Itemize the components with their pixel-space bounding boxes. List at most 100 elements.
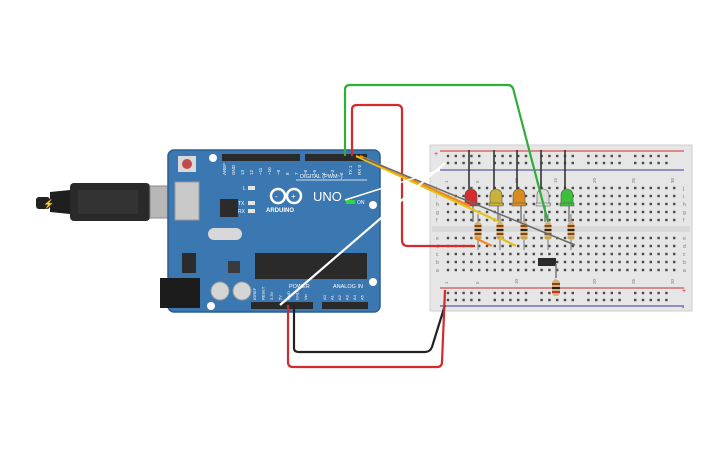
breadboard-hole[interactable]	[532, 252, 535, 256]
breadboard-hole[interactable]	[446, 268, 450, 272]
breadboard-hole[interactable]	[556, 186, 559, 190]
breadboard-hole[interactable]	[641, 186, 645, 190]
breadboard-hole[interactable]	[454, 202, 457, 206]
breadboard-hole[interactable]	[524, 260, 528, 264]
rail-hole[interactable]	[462, 154, 465, 158]
breadboard-hole[interactable]	[548, 244, 551, 248]
rail-hole[interactable]	[595, 291, 598, 295]
rail-hole[interactable]	[556, 154, 559, 158]
breadboard-hole[interactable]	[587, 194, 590, 198]
breadboard-hole[interactable]	[454, 186, 457, 190]
breadboard-hole[interactable]	[595, 252, 598, 256]
breadboard-hole[interactable]	[517, 186, 520, 190]
rail-hole[interactable]	[548, 291, 551, 295]
breadboard-hole[interactable]	[532, 260, 535, 264]
rail-hole[interactable]	[641, 154, 645, 158]
breadboard-hole[interactable]	[595, 202, 598, 206]
rail-hole[interactable]	[602, 298, 606, 302]
breadboard-hole[interactable]	[493, 236, 496, 240]
breadboard-hole[interactable]	[462, 260, 465, 264]
breadboard-hole[interactable]	[665, 260, 668, 264]
rail-hole[interactable]	[657, 161, 660, 165]
breadboard-hole[interactable]	[462, 210, 465, 214]
breadboard-hole[interactable]	[485, 236, 489, 240]
breadboard-hole[interactable]	[454, 236, 457, 240]
rail-hole[interactable]	[665, 161, 668, 165]
breadboard-hole[interactable]	[548, 210, 551, 214]
breadboard-hole[interactable]	[509, 268, 512, 272]
breadboard-hole[interactable]	[587, 244, 590, 248]
breadboard-hole[interactable]	[626, 210, 629, 214]
breadboard-hole[interactable]	[579, 210, 582, 214]
breadboard-hole[interactable]	[634, 194, 637, 198]
breadboard-hole[interactable]	[462, 186, 465, 190]
breadboard-hole[interactable]	[618, 252, 621, 256]
breadboard-hole[interactable]	[446, 252, 450, 256]
breadboard-hole[interactable]	[673, 186, 676, 190]
breadboard-hole[interactable]	[610, 252, 613, 256]
rail-hole[interactable]	[641, 291, 645, 295]
breadboard-hole[interactable]	[548, 218, 551, 222]
breadboard-hole[interactable]	[634, 244, 637, 248]
breadboard-hole[interactable]	[649, 252, 652, 256]
breadboard-hole[interactable]	[454, 210, 457, 214]
wire-white-2[interactable]	[344, 169, 441, 201]
rail-hole[interactable]	[657, 298, 660, 302]
breadboard-hole[interactable]	[462, 268, 465, 272]
breadboard-hole[interactable]	[626, 218, 629, 222]
breadboard-hole[interactable]	[579, 202, 582, 206]
breadboard-hole[interactable]	[470, 186, 473, 190]
rail-hole[interactable]	[524, 298, 528, 302]
rail-hole[interactable]	[556, 298, 559, 302]
breadboard-hole[interactable]	[649, 260, 652, 264]
breadboard-hole[interactable]	[665, 236, 668, 240]
breadboard-hole[interactable]	[673, 202, 676, 206]
breadboard-hole[interactable]	[595, 186, 598, 190]
breadboard-hole[interactable]	[634, 268, 637, 272]
breadboard-hole[interactable]	[587, 210, 590, 214]
rail-hole[interactable]	[571, 291, 574, 295]
rail-hole[interactable]	[587, 298, 590, 302]
breadboard-hole[interactable]	[524, 194, 528, 198]
breadboard-hole[interactable]	[517, 268, 520, 272]
breadboard-hole[interactable]	[517, 244, 520, 248]
breadboard-hole[interactable]	[657, 202, 660, 206]
breadboard-hole[interactable]	[485, 260, 489, 264]
rail-hole[interactable]	[493, 291, 496, 295]
breadboard-hole[interactable]	[657, 236, 660, 240]
breadboard-hole[interactable]	[524, 218, 528, 222]
breadboard-hole[interactable]	[673, 236, 676, 240]
breadboard-hole[interactable]	[563, 260, 567, 264]
breadboard-hole[interactable]	[626, 252, 629, 256]
breadboard-hole[interactable]	[626, 260, 629, 264]
wire-black[interactable]	[292, 304, 447, 354]
resistor[interactable]	[567, 214, 575, 250]
breadboard-hole[interactable]	[532, 194, 535, 198]
breadboard-hole[interactable]	[532, 218, 535, 222]
breadboard-hole[interactable]	[446, 218, 450, 222]
rail-hole[interactable]	[548, 161, 551, 165]
breadboard-hole[interactable]	[618, 210, 621, 214]
breadboard-hole[interactable]	[602, 186, 606, 190]
rail-hole[interactable]	[501, 298, 504, 302]
breadboard-hole[interactable]	[673, 218, 676, 222]
breadboard-hole[interactable]	[618, 186, 621, 190]
breadboard-hole[interactable]	[610, 210, 613, 214]
breadboard-hole[interactable]	[587, 218, 590, 222]
breadboard-hole[interactable]	[501, 194, 504, 198]
breadboard-hole[interactable]	[571, 252, 574, 256]
breadboard-hole[interactable]	[470, 252, 473, 256]
breadboard-hole[interactable]	[485, 202, 489, 206]
breadboard-hole[interactable]	[470, 210, 473, 214]
rail-hole[interactable]	[509, 154, 512, 158]
breadboard-hole[interactable]	[470, 218, 473, 222]
breadboard-hole[interactable]	[641, 244, 645, 248]
breadboard-hole[interactable]	[665, 252, 668, 256]
breadboard-hole[interactable]	[626, 186, 629, 190]
rail-hole[interactable]	[571, 154, 574, 158]
breadboard-hole[interactable]	[446, 236, 450, 240]
breadboard-hole[interactable]	[657, 186, 660, 190]
breadboard-hole[interactable]	[579, 260, 582, 264]
